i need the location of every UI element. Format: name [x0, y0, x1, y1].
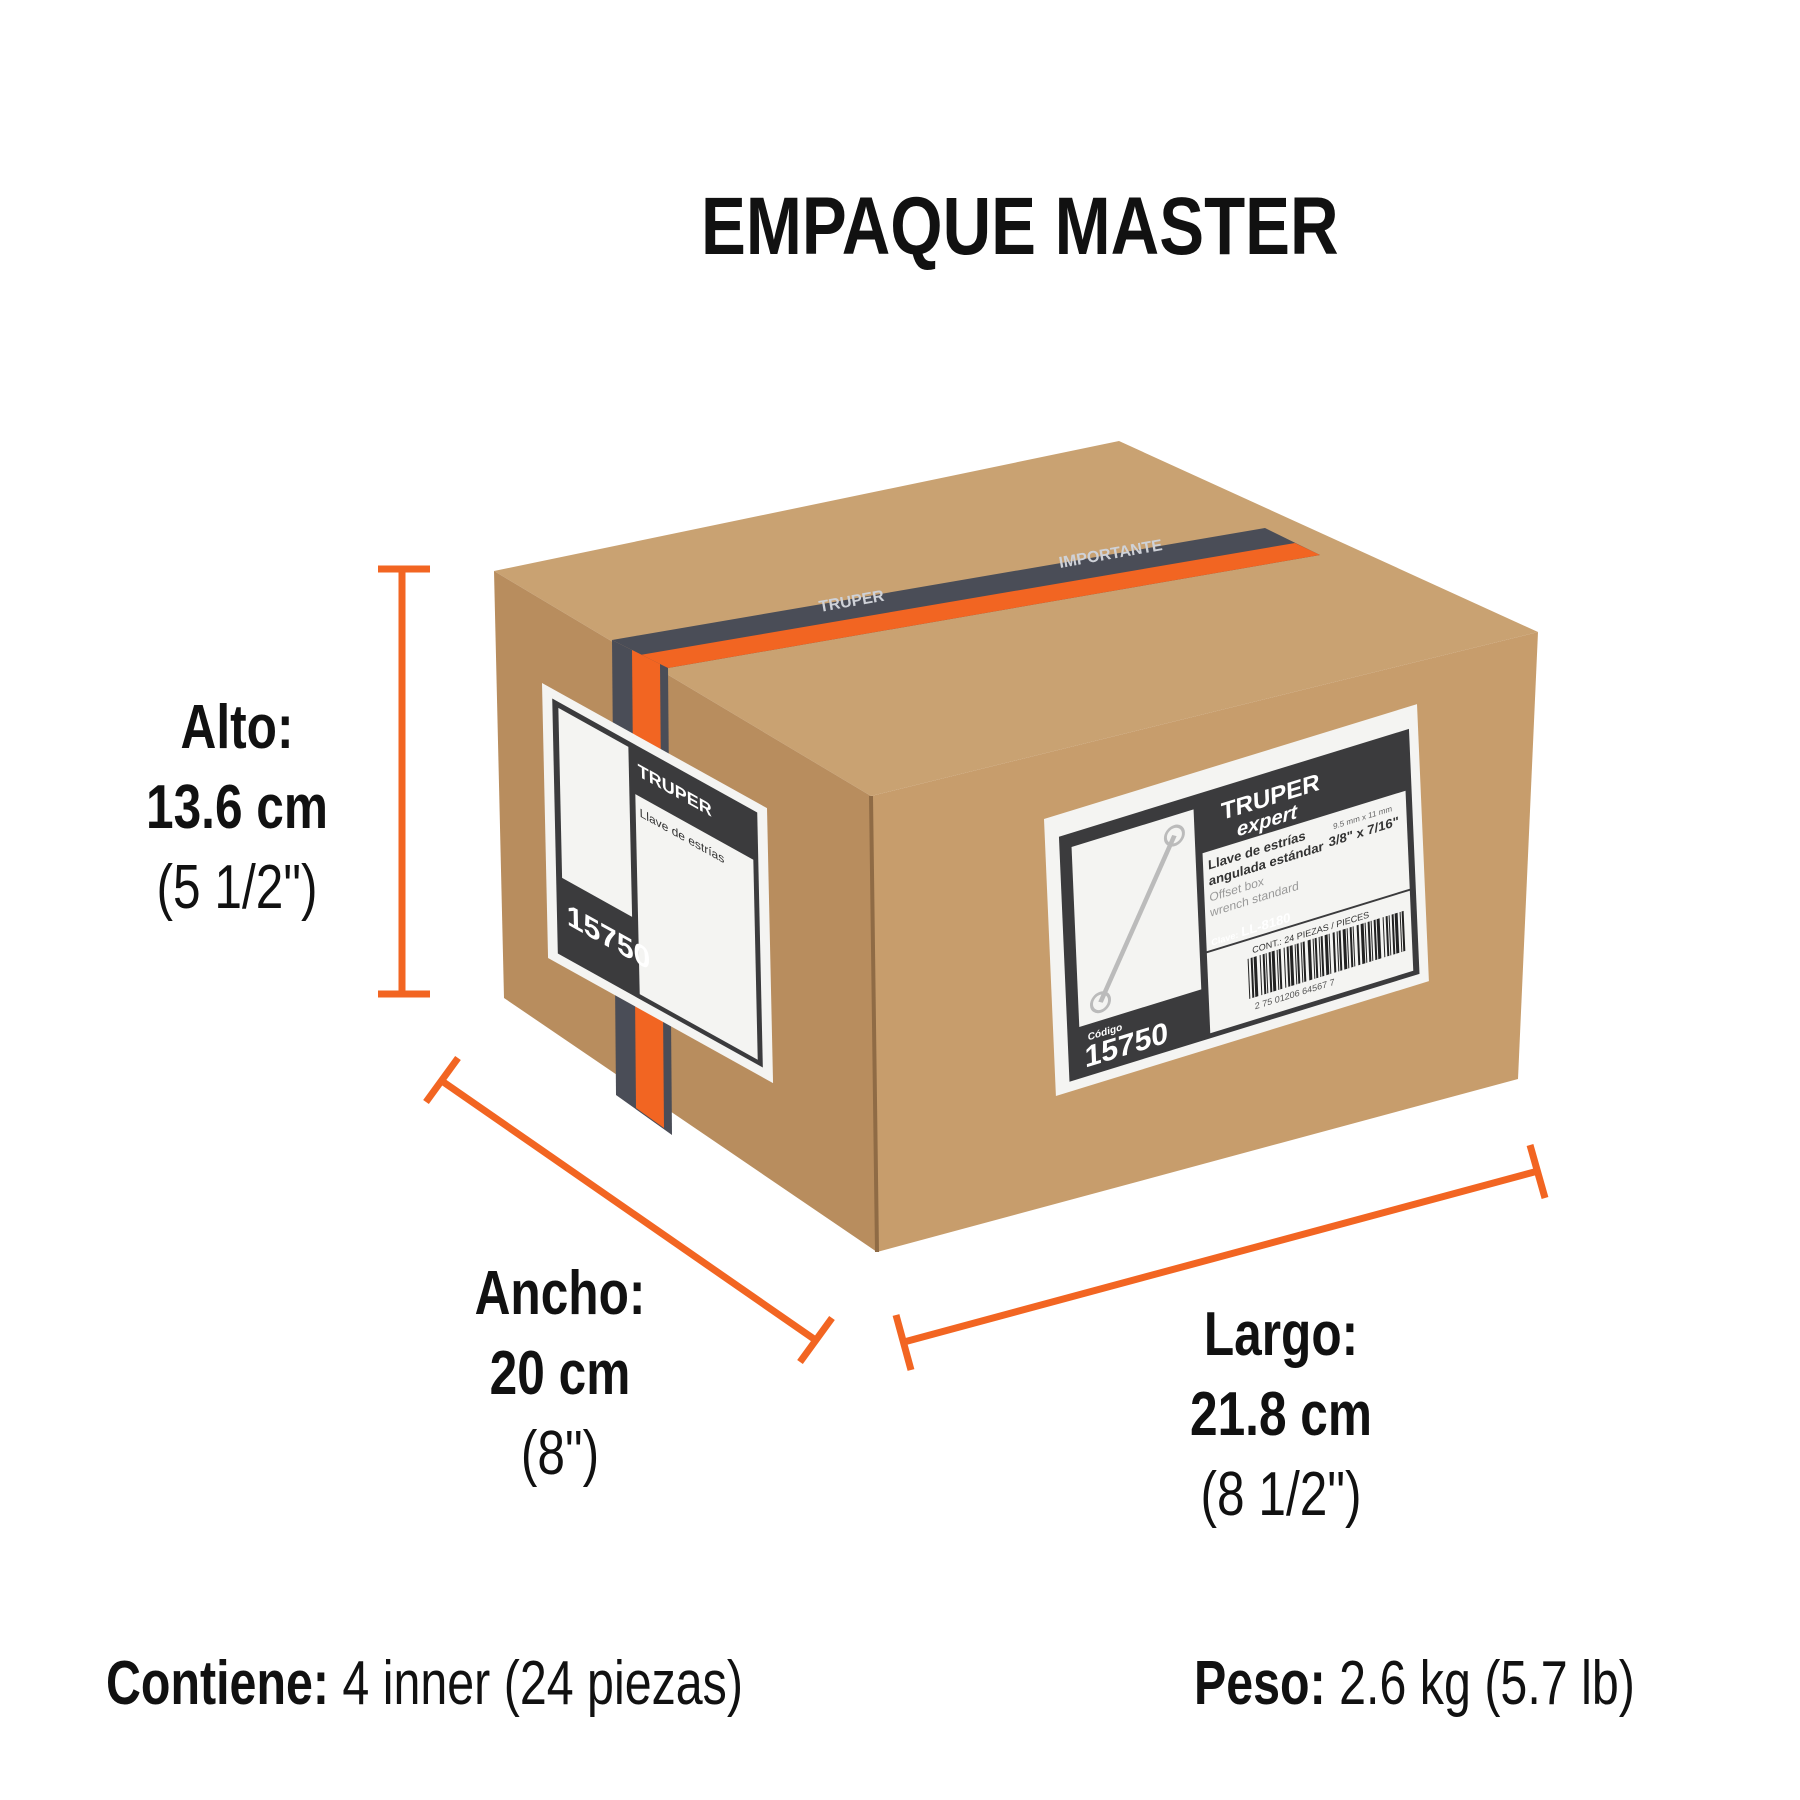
barcode-bar: [1382, 917, 1386, 958]
length-imperial: (8 1/2"): [1200, 1460, 1362, 1529]
barcode-bar: [1265, 953, 1269, 994]
barcode-bar: [1324, 934, 1330, 976]
length-marker: [892, 1144, 1549, 1371]
barcode-bar: [1399, 911, 1403, 953]
barcode-bar: [1259, 954, 1263, 996]
contents-value: 4 inner (24 piezas): [342, 1649, 743, 1718]
width-dimension: Ancho: 20 cm (8"): [360, 1254, 760, 1494]
height-label: Alto:: [180, 693, 294, 762]
barcode-bar: [1346, 928, 1350, 969]
side-label: TRUPER Llave de estrías 15750: [542, 683, 774, 1084]
barcode-bar: [1312, 938, 1316, 979]
height-marker: [378, 565, 430, 998]
barcode-bar: [1385, 915, 1390, 957]
box-top-face: [494, 441, 1538, 796]
wrench-icon: [1098, 835, 1177, 1003]
barcode-bar: [1300, 942, 1304, 983]
barcode-bar: [1278, 948, 1283, 990]
barcode-bar: [1283, 947, 1287, 988]
barcode-bar: [1302, 941, 1307, 983]
barcode-bar: [1328, 933, 1332, 974]
barcode-bar: [1253, 956, 1259, 998]
height-metric: 13.6 cm: [145, 773, 328, 842]
barcode-bar: [1247, 958, 1251, 999]
barcode-bar: [1391, 913, 1396, 955]
barcode-bar: [1250, 957, 1255, 999]
weight-value: 2.6 kg (5.7 lb): [1339, 1649, 1635, 1718]
barcode-bar: [1370, 920, 1374, 962]
contents-info: Contiene: 4 inner (24 piezas): [106, 1648, 743, 1719]
front-label: TRUPER expert Llave de estrías angulada …: [1044, 704, 1429, 1096]
barcode-bar: [1342, 928, 1348, 970]
barcode-bar: [1262, 953, 1267, 995]
weight-label: Peso:: [1194, 1649, 1326, 1718]
barcode-bar: [1296, 943, 1301, 984]
barcode-bar: [1318, 936, 1322, 978]
barcode-bar: [1356, 924, 1361, 966]
tape-orange: [640, 543, 1320, 668]
barcode-bar: [1367, 921, 1372, 962]
length-label: Largo:: [1203, 1300, 1359, 1369]
wrench-ring: [1163, 824, 1185, 847]
barcode-bar: [1373, 919, 1378, 961]
height-dimension: Alto: 13.6 cm (5 1/2"): [37, 688, 437, 928]
width-marker: [423, 1055, 835, 1365]
barcode-bar: [1364, 922, 1368, 963]
barcode-bar: [1268, 951, 1273, 993]
barcode: [1247, 910, 1406, 999]
barcode-bar: [1338, 930, 1343, 971]
barcode-bar: [1307, 939, 1313, 981]
weight-info: Peso: 2.6 kg (5.7 lb): [1194, 1648, 1635, 1719]
width-label: Ancho:: [474, 1259, 646, 1328]
length-dimension: Largo: 21.8 cm (8 1/2"): [1081, 1295, 1481, 1535]
barcode-bar: [1320, 935, 1325, 977]
barcode-bar: [1271, 950, 1277, 992]
barcode-bar: [1276, 949, 1280, 991]
barcode-bar: [1332, 932, 1337, 973]
barcode-bar: [1376, 918, 1382, 960]
barcode-bar: [1401, 910, 1406, 952]
barcode-bar: [1314, 937, 1319, 979]
width-metric: 20 cm: [489, 1339, 631, 1408]
barcode-bar: [1336, 931, 1340, 972]
barcode-bar: [1394, 912, 1400, 954]
wrench-ring: [1090, 991, 1112, 1014]
barcode-bar: [1360, 923, 1366, 965]
barcode-bar: [1388, 915, 1392, 956]
barcode-bar: [1352, 926, 1356, 967]
length-metric: 21.8 cm: [1189, 1380, 1372, 1449]
height-imperial: (5 1/2"): [156, 853, 318, 922]
barcode-bar: [1289, 945, 1295, 987]
width-imperial: (8"): [520, 1419, 600, 1488]
barcode-bar: [1286, 946, 1291, 987]
box-edge: [869, 795, 879, 1253]
barcode-bar: [1349, 926, 1354, 968]
contents-label: Contiene:: [106, 1649, 329, 1718]
barcode-bar: [1294, 944, 1298, 985]
